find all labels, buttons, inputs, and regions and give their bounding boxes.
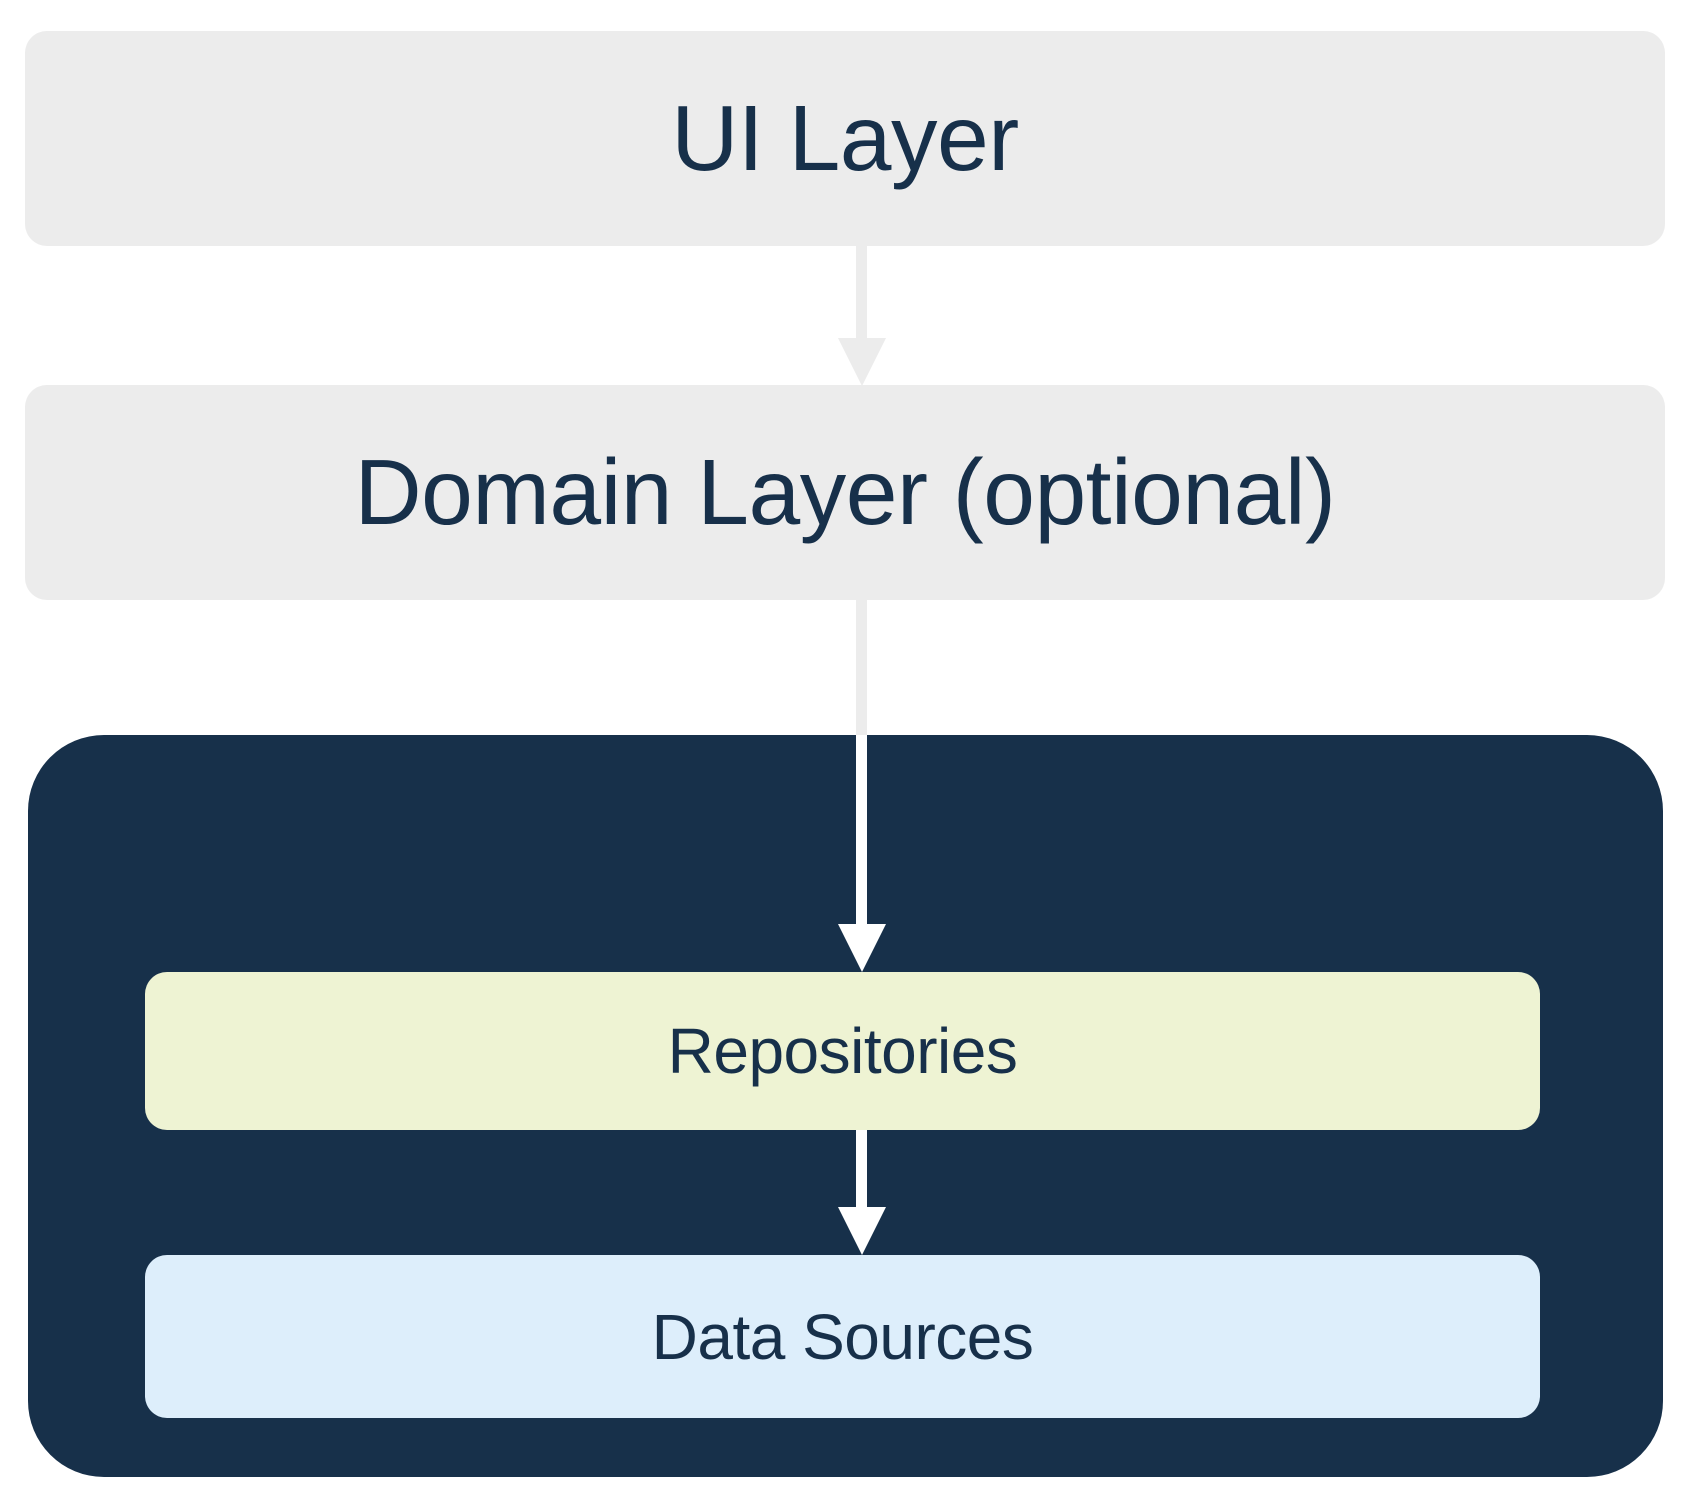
data-sources-box[interactable]: Data Sources bbox=[145, 1255, 1540, 1418]
arrow-head bbox=[838, 338, 886, 386]
ui-layer-label: UI Layer bbox=[671, 86, 1019, 190]
arrow-shaft bbox=[856, 246, 867, 338]
arrow-ui-to-domain-icon bbox=[838, 246, 886, 386]
repositories-box[interactable]: Repositories bbox=[145, 972, 1540, 1130]
domain-layer-box[interactable]: Domain Layer (optional) bbox=[25, 385, 1665, 600]
data-layer-box[interactable]: Data Layer Repositories Data Sources bbox=[28, 735, 1663, 1477]
arrow-shaft bbox=[856, 600, 867, 735]
domain-layer-label: Domain Layer (optional) bbox=[354, 440, 1336, 544]
data-sources-label: Data Sources bbox=[651, 1300, 1034, 1373]
ui-layer-box[interactable]: UI Layer bbox=[25, 31, 1665, 246]
repositories-label: Repositories bbox=[667, 1015, 1018, 1087]
arrow-domain-to-repositories-outer-icon bbox=[838, 600, 886, 735]
